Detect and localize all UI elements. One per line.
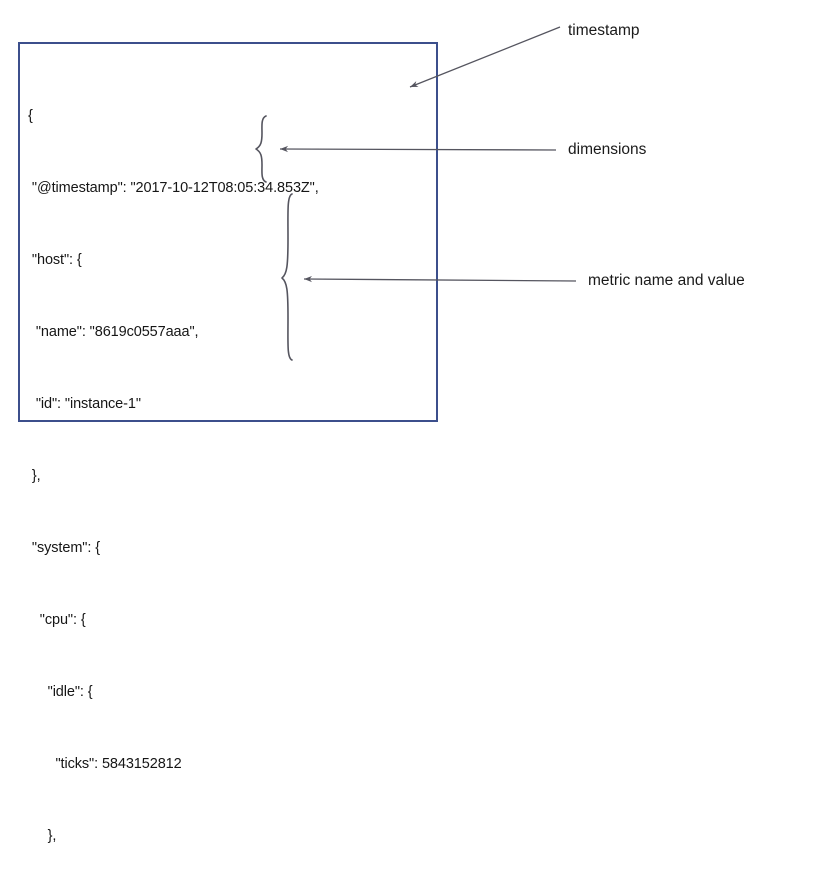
code-line-timestamp: "@timestamp": "2017-10-12T08:05:34.853Z"… xyxy=(28,180,319,196)
code-line-host-id: "id": "instance-1" xyxy=(28,396,141,412)
code-line-open-brace: { xyxy=(28,108,33,124)
code-line-idle-open: "idle": { xyxy=(28,684,93,700)
code-line-host-close: }, xyxy=(28,468,41,484)
code-line-idle-close: }, xyxy=(28,828,57,844)
json-code-block: { "@timestamp": "2017-10-12T08:05:34.853… xyxy=(28,56,428,874)
annotation-label-metric: metric name and value xyxy=(588,272,745,289)
annotation-label-timestamp: timestamp xyxy=(568,22,640,39)
code-line-host-name: "name": "8619c0557aaa", xyxy=(28,324,199,340)
code-line-cpu-open: "cpu": { xyxy=(28,612,86,628)
code-line-system-open: "system": { xyxy=(28,540,100,556)
json-document-box xyxy=(18,42,438,422)
annotation-label-dimensions: dimensions xyxy=(568,141,647,158)
diagram-root: { "@timestamp": "2017-10-12T08:05:34.853… xyxy=(18,22,745,844)
code-line-ticks: "ticks": 5843152812 xyxy=(28,756,182,772)
code-line-host-open: "host": { xyxy=(28,252,82,268)
